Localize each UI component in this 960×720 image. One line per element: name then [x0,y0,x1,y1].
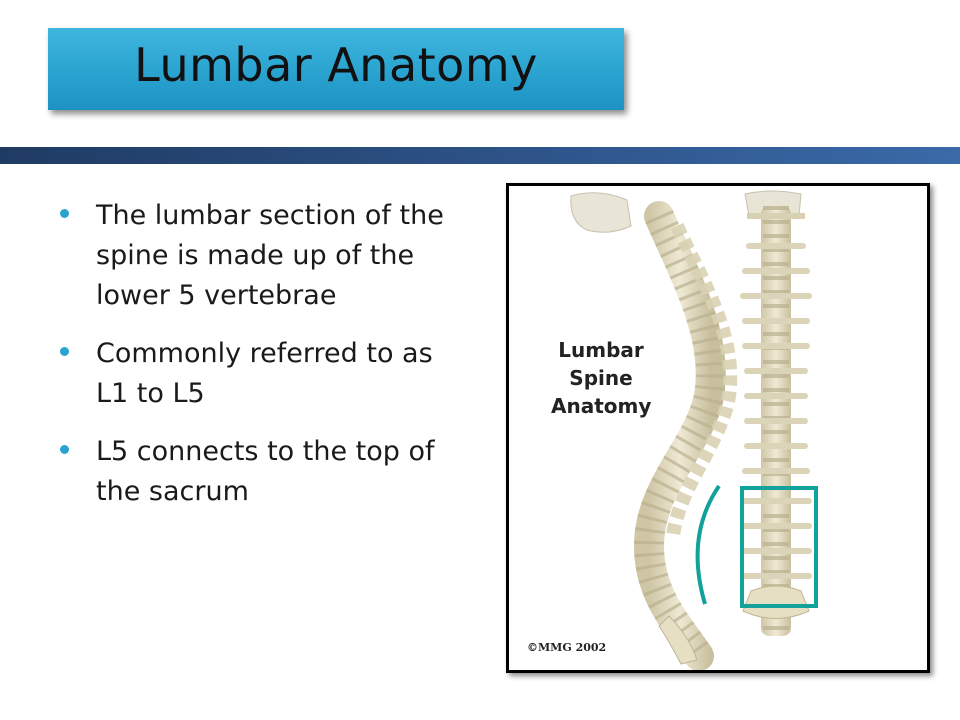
caption-line: Anatomy [551,394,652,418]
figure-caption: Lumbar Spine Anatomy [551,336,651,420]
bullet-item: Commonly referred to as L1 to L5 [60,334,460,414]
lateral-spine-icon [633,201,726,670]
skull-side-icon [570,192,632,233]
bullet-list: The lumbar section of the spine is made … [60,196,460,530]
slide-title: Lumbar Anatomy [134,38,538,92]
copyright-text: ©MMG 2002 [527,641,607,654]
title-banner: Lumbar Anatomy [48,28,624,110]
bullet-dot-icon [60,209,69,218]
lumbar-highlight-box-icon [740,486,818,608]
bullet-text: L5 connects to the top of the sacrum [96,436,435,507]
bullet-dot-icon [60,445,69,454]
spine-illustration: Lumbar Spine Anatomy ©MMG 2002 [506,183,930,673]
lumbar-curve-marker-icon [695,484,721,605]
header-band [0,147,960,164]
caption-line: Spine [569,366,633,390]
bullet-text: The lumbar section of the spine is made … [96,200,444,311]
spine-drawing [570,190,818,670]
bullet-item: L5 connects to the top of the sacrum [60,432,460,512]
bullet-dot-icon [60,347,69,356]
bullet-item: The lumbar section of the spine is made … [60,196,460,316]
caption-line: Lumbar [558,338,644,362]
bullet-text: Commonly referred to as L1 to L5 [96,338,433,409]
